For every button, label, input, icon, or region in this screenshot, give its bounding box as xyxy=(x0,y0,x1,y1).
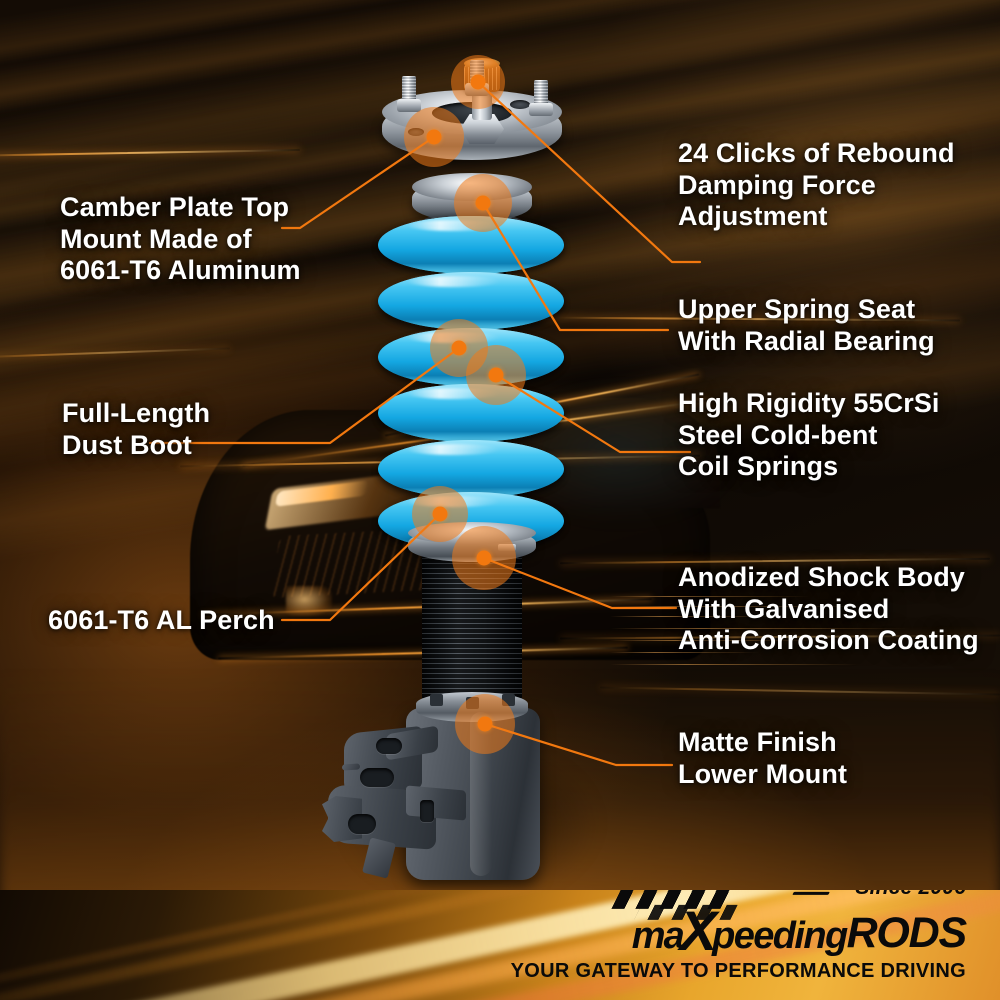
camber-plate-slot xyxy=(408,128,424,136)
lower-mount-highlight xyxy=(470,712,492,876)
logo-part-rods: RODS xyxy=(846,909,968,958)
stud-threads xyxy=(534,80,548,114)
callout-label-coil-springs: High Rigidity 55CrSi Steel Cold-bent Coi… xyxy=(678,388,940,482)
collar-notch xyxy=(466,697,479,709)
threaded-shock-body xyxy=(422,548,522,708)
spring-perch-face xyxy=(408,522,536,544)
mounting-stud xyxy=(465,60,489,96)
speed-streak xyxy=(0,149,300,157)
stud-threads xyxy=(402,76,416,110)
callout-label-lower-mount: Matte Finish Lower Mount xyxy=(678,727,848,789)
bracket-bolt-hole xyxy=(360,768,394,787)
callout-label-camber-plate: Camber Plate Top Mount Made of 6061-T6 A… xyxy=(60,192,301,286)
brand-banner: Since 2006 ma X peeding RODS YOUR GATEWA… xyxy=(0,890,1000,1000)
coil-spring-ring-front xyxy=(378,440,564,498)
mounting-stud xyxy=(529,80,553,116)
callout-label-upper-spring-seat: Upper Spring Seat With Radial Bearing xyxy=(678,294,935,356)
upper-spring-seat-face xyxy=(412,173,532,201)
bracket-tab xyxy=(341,763,361,771)
callout-label-shock-body: Anodized Shock Body With Galvanised Anti… xyxy=(678,562,979,656)
stud-threads xyxy=(470,60,484,94)
mounting-stud xyxy=(397,76,421,112)
logo-wordmark: Since 2006 ma X peeding RODS xyxy=(511,890,968,959)
coil-spring-ring-front xyxy=(378,384,564,442)
speed-lines-icon xyxy=(792,890,852,895)
perch-lock-tab xyxy=(498,544,516,551)
logo-part-ma: ma xyxy=(631,915,685,958)
maxpeedingrods-logo[interactable]: Since 2006 ma X peeding RODS YOUR GATEWA… xyxy=(511,890,968,983)
bracket-bolt-hole xyxy=(376,738,402,754)
tagline-prefix: YOUR GATEWAY TO xyxy=(510,960,715,983)
callout-label-al-perch: 6061-T6 AL Perch xyxy=(48,605,275,635)
callout-label-rebound-damping: 24 Clicks of Rebound Damping Force Adjus… xyxy=(678,138,955,232)
collar-notch xyxy=(430,694,443,706)
tech-detail-lines xyxy=(610,590,990,680)
bracket-bolt-hole xyxy=(348,814,376,834)
collar-notch xyxy=(502,694,515,706)
speed-streak xyxy=(0,347,230,359)
bracket-arm xyxy=(406,785,466,821)
camber-plate-slot xyxy=(510,100,530,109)
since-text: Since 2006 xyxy=(855,890,966,898)
checkered-flag-icon xyxy=(634,904,738,920)
coil-spring-ring-front xyxy=(378,272,564,330)
coil-spring-ring-front xyxy=(378,216,564,274)
coilover-product-image xyxy=(320,40,620,890)
tagline-bold: PERFORMANCE DRIVING xyxy=(714,960,966,983)
bracket-bolt-hole xyxy=(420,800,434,822)
logo-part-peeding: peeding xyxy=(712,915,848,958)
damper-shaft xyxy=(472,92,492,120)
coil-spring-ring-front xyxy=(378,328,564,386)
since-badge: Since 2006 xyxy=(792,890,966,898)
callout-label-dust-boot: Full-Length Dust Boot xyxy=(62,398,211,460)
brand-tagline: YOUR GATEWAY TO PERFORMANCE DRIVING xyxy=(511,960,966,983)
